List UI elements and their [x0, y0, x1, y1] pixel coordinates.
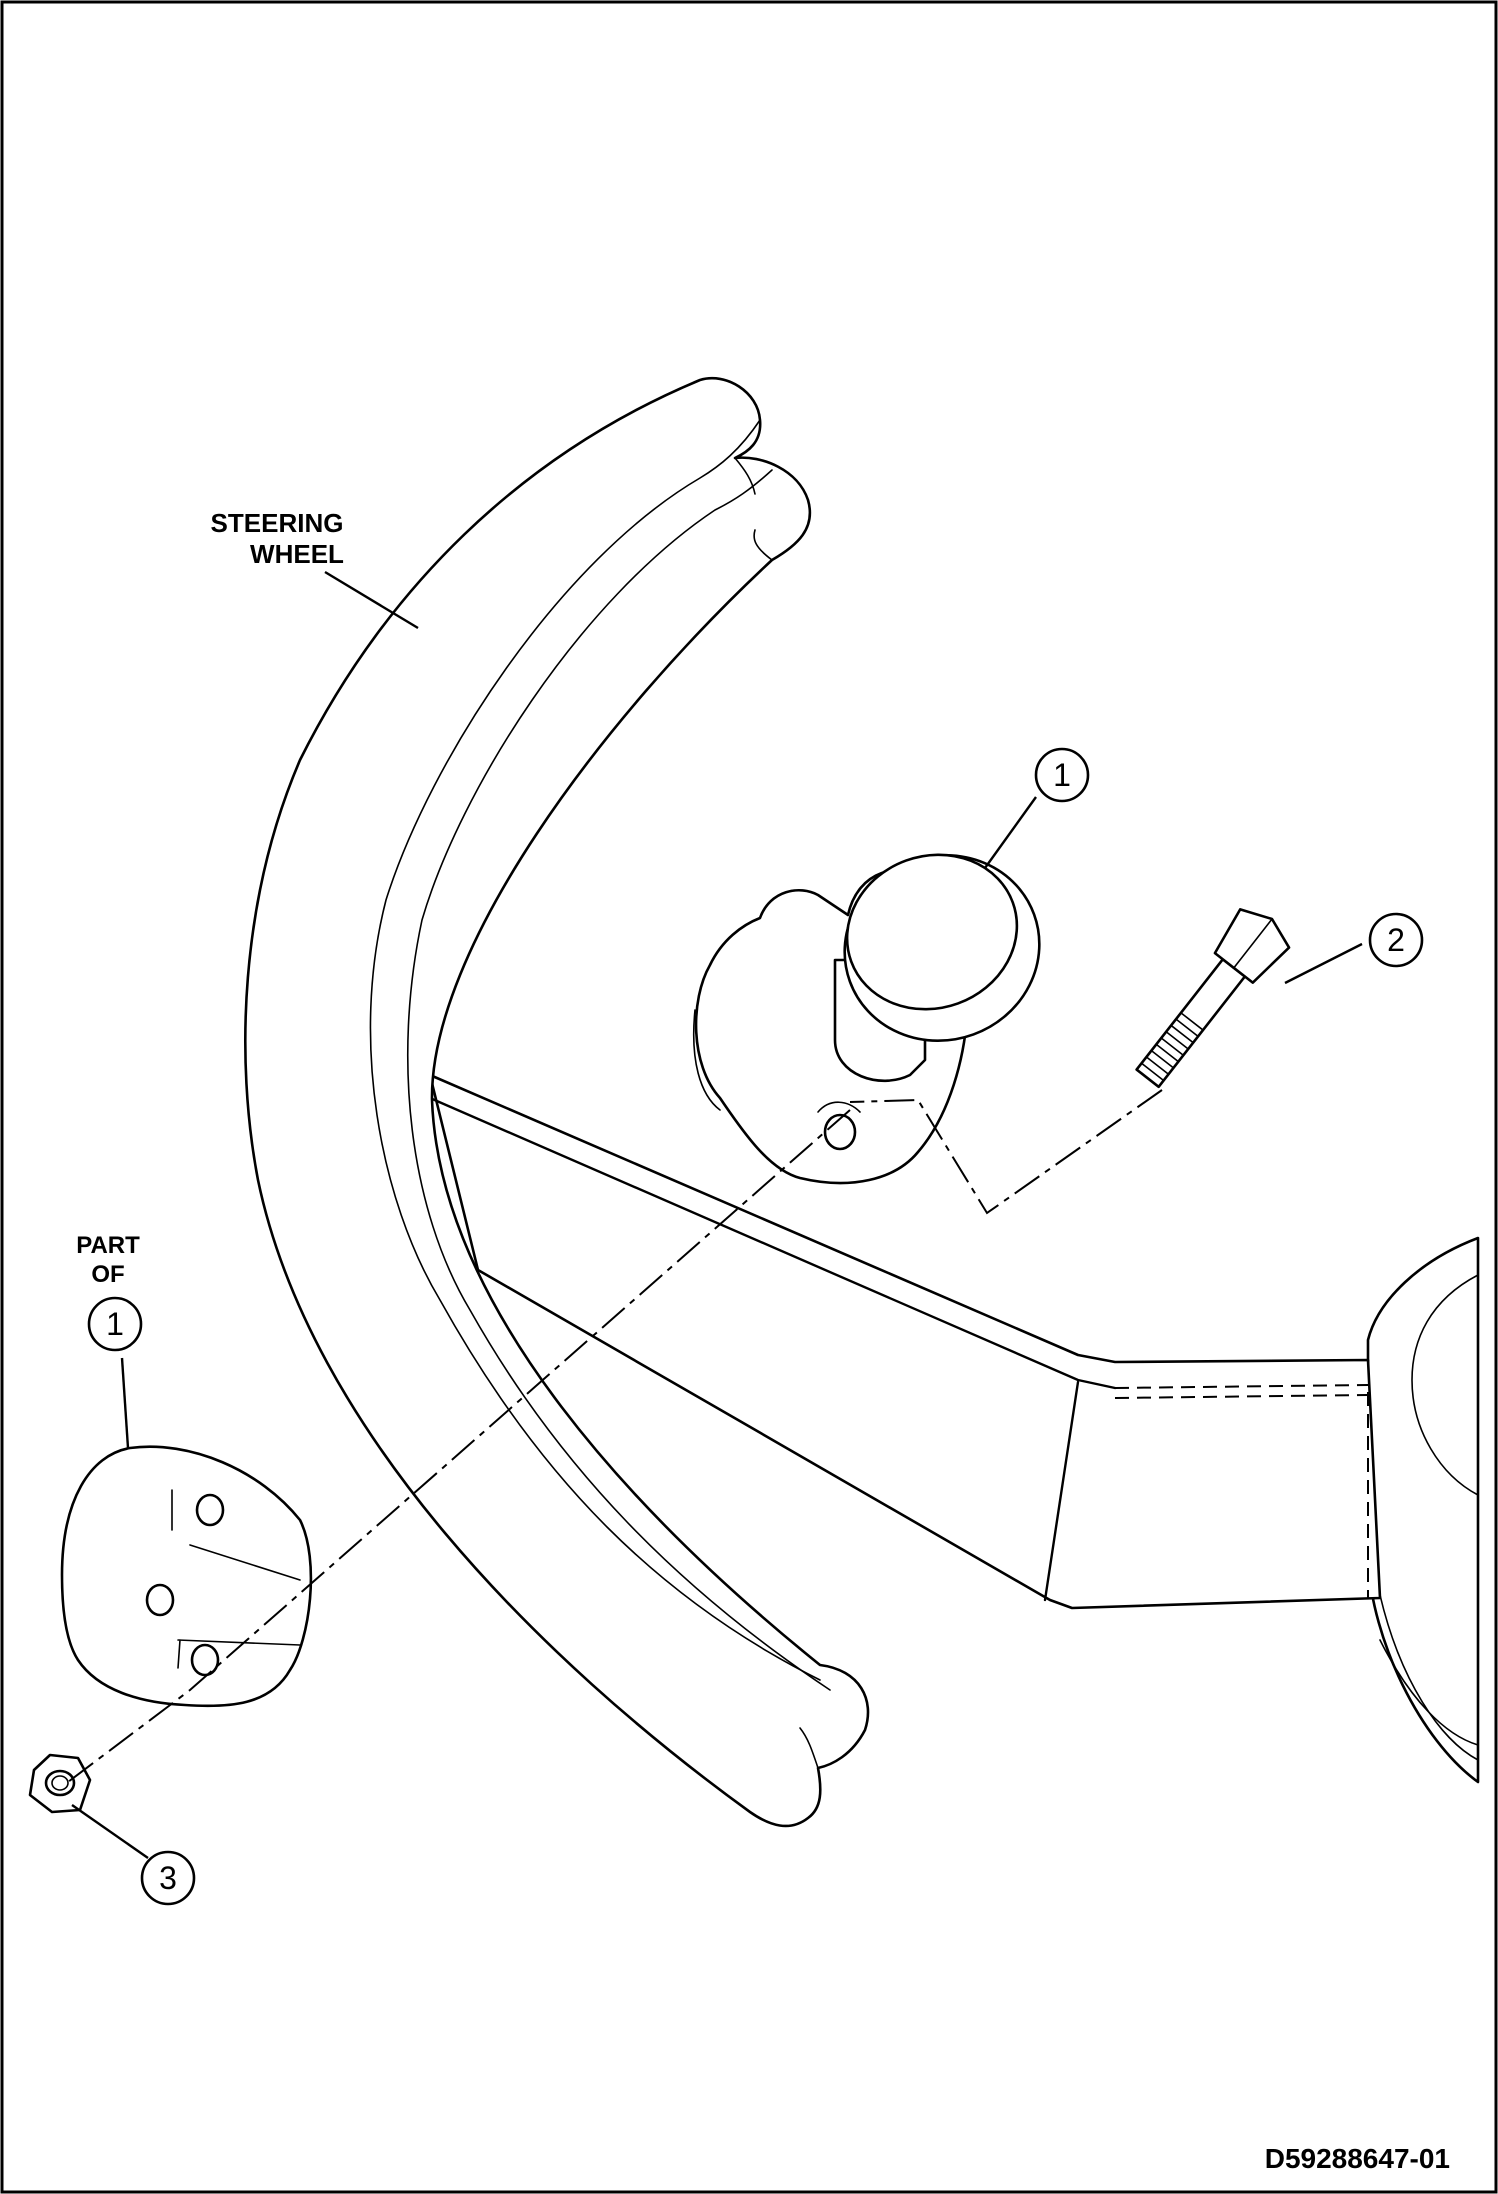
spinner-knob-assembly	[692, 853, 1041, 1185]
callout-3-nut: 3	[140, 1850, 196, 1906]
base-plate-hole	[823, 1113, 857, 1151]
callout-1-knob-number: 1	[1053, 757, 1071, 793]
knob-cap	[843, 853, 1041, 1043]
steering-spoke	[428, 1073, 1382, 1610]
leader-lines	[71, 570, 1363, 1859]
steering-wheel-label-line1: STEERING	[211, 508, 344, 538]
callout-1-clamp-plate-number: 1	[106, 1306, 124, 1342]
callout-2-bolt-number: 2	[1387, 922, 1405, 958]
hex-nut	[28, 1753, 92, 1814]
callout-1-knob: 1	[1034, 747, 1090, 803]
steering-hub	[1366, 1236, 1480, 1784]
callout-2-bolt: 2	[1368, 912, 1424, 968]
steering-wheel-rim	[244, 377, 870, 1828]
steering-wheel-label-line2: WHEEL	[250, 539, 344, 569]
callout-3-nut-number: 3	[159, 1860, 177, 1896]
clamp-plate	[60, 1445, 313, 1708]
callout-1-clamp-plate: 1	[87, 1296, 143, 1352]
assembly-centerlines	[67, 1089, 1163, 1783]
cap-screw	[1135, 908, 1291, 1089]
part-of-label-line1: PART	[76, 1232, 140, 1259]
part-of-label-line2: OF	[91, 1261, 124, 1288]
drawing-number: D59288647-01	[1265, 2143, 1450, 2174]
